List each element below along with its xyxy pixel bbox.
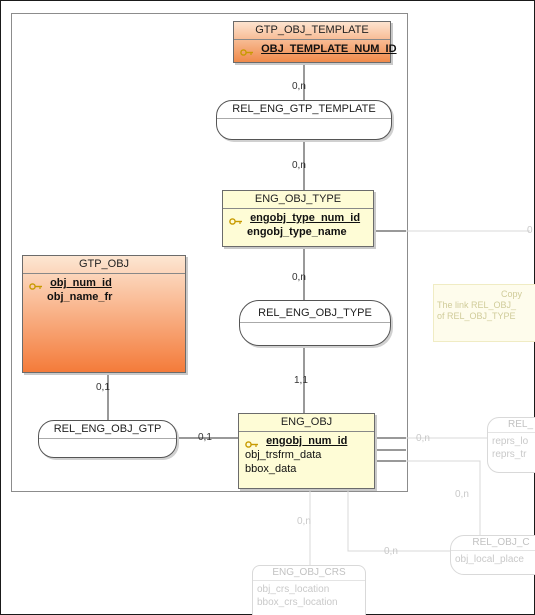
entity-field: obj_trsfrm_data — [245, 449, 322, 461]
key-icon — [245, 438, 259, 448]
entity-gtp-obj-template[interactable]: GTP_OBJ_TEMPLATE OBJ_TEMPLATE_NUM_ID — [233, 21, 397, 63]
ghost-field: reprs_lo — [492, 436, 529, 447]
relation-rel-eng-obj-gtp[interactable]: REL_ENG_OBJ_GTP — [38, 420, 177, 458]
ghost-entity-eng-obj-crs[interactable]: ENG_OBJ_CRS obj_crs_location bbox_crs_lo… — [252, 565, 366, 615]
relation-name: REL_ENG_OBJ_GTP — [39, 421, 176, 439]
ghost-title: REL_ — [488, 418, 535, 433]
ghost-relation-right[interactable]: REL_ reprs_lo reprs_tr — [487, 417, 535, 473]
entity-title: GTP_OBJ — [23, 256, 185, 274]
entity-title: ENG_OBJ_TYPE — [223, 191, 373, 209]
note-line: The link REL_OBJ_ — [437, 300, 517, 310]
entity-field: bbox_data — [245, 463, 297, 475]
comment-note[interactable]: Copy The link REL_OBJ_ of REL_OBJ_TYPE — [433, 284, 535, 342]
relation-name: REL_ENG_OBJ_TYPE — [240, 305, 390, 323]
note-line: of REL_OBJ_TYPE — [437, 311, 516, 321]
cardinality-label: 1,1 — [294, 375, 308, 386]
ghost-title: REL_OBJ_C — [451, 536, 535, 551]
cardinality-label: 0,n — [292, 272, 306, 283]
ghost-link-bottom — [347, 490, 450, 552]
entity-title: ENG_OBJ — [239, 414, 374, 432]
relation-rel-eng-gtp-template[interactable]: REL_ENG_GTP_TEMPLATE — [216, 100, 392, 140]
entity-title: GTP_OBJ_TEMPLATE — [234, 22, 390, 40]
entity-field-pk: obj_num_id — [29, 276, 179, 290]
cardinality-label: 0,1 — [198, 432, 212, 443]
cardinality-label-ghost: 0 — [527, 225, 533, 236]
key-icon — [229, 215, 243, 225]
ghost-field: reprs_tr — [492, 449, 527, 460]
entity-field-pk: OBJ_TEMPLATE_NUM_ID — [240, 42, 397, 56]
entity-eng-obj[interactable]: ENG_OBJ engobj_num_id obj_trsfrm_data bb… — [238, 413, 375, 489]
cardinality-label: 0,1 — [96, 382, 110, 393]
entity-field: obj_name_fr — [47, 291, 113, 303]
ghost-relation-rel-obj-c[interactable]: REL_OBJ_C obj_local_place — [450, 535, 535, 575]
ghost-field: obj_crs_location — [257, 584, 330, 595]
key-icon — [29, 280, 43, 290]
entity-field-pk: engobj_num_id — [245, 434, 368, 448]
ghost-field: bbox_crs_location — [257, 597, 338, 608]
cardinality-label-ghost: 0,n — [384, 546, 398, 557]
cardinality-label: 0,n — [292, 81, 306, 92]
relation-name: REL_ENG_GTP_TEMPLATE — [217, 101, 391, 119]
ghost-link-down — [406, 460, 481, 540]
entity-gtp-obj[interactable]: GTP_OBJ obj_num_id obj_name_fr — [22, 255, 186, 373]
ghost-title: ENG_OBJ_CRS — [253, 566, 365, 581]
relation-rel-eng-obj-type[interactable]: REL_ENG_OBJ_TYPE — [239, 300, 391, 346]
cardinality-label-ghost: 0,n — [416, 433, 430, 444]
cardinality-label-ghost: 0,n — [297, 516, 311, 527]
cardinality-label-ghost: 0,n — [455, 489, 469, 500]
group-frame — [11, 13, 408, 492]
entity-field: engobj_type_name — [247, 226, 347, 238]
entity-field-pk: engobj_type_num_id — [229, 211, 367, 225]
key-icon — [240, 46, 254, 56]
ghost-field: obj_local_place — [455, 554, 524, 565]
note-title: Copy — [500, 289, 522, 299]
entity-eng-obj-type[interactable]: ENG_OBJ_TYPE engobj_type_num_id engobj_t… — [222, 190, 374, 247]
cardinality-label: 0,n — [292, 160, 306, 171]
